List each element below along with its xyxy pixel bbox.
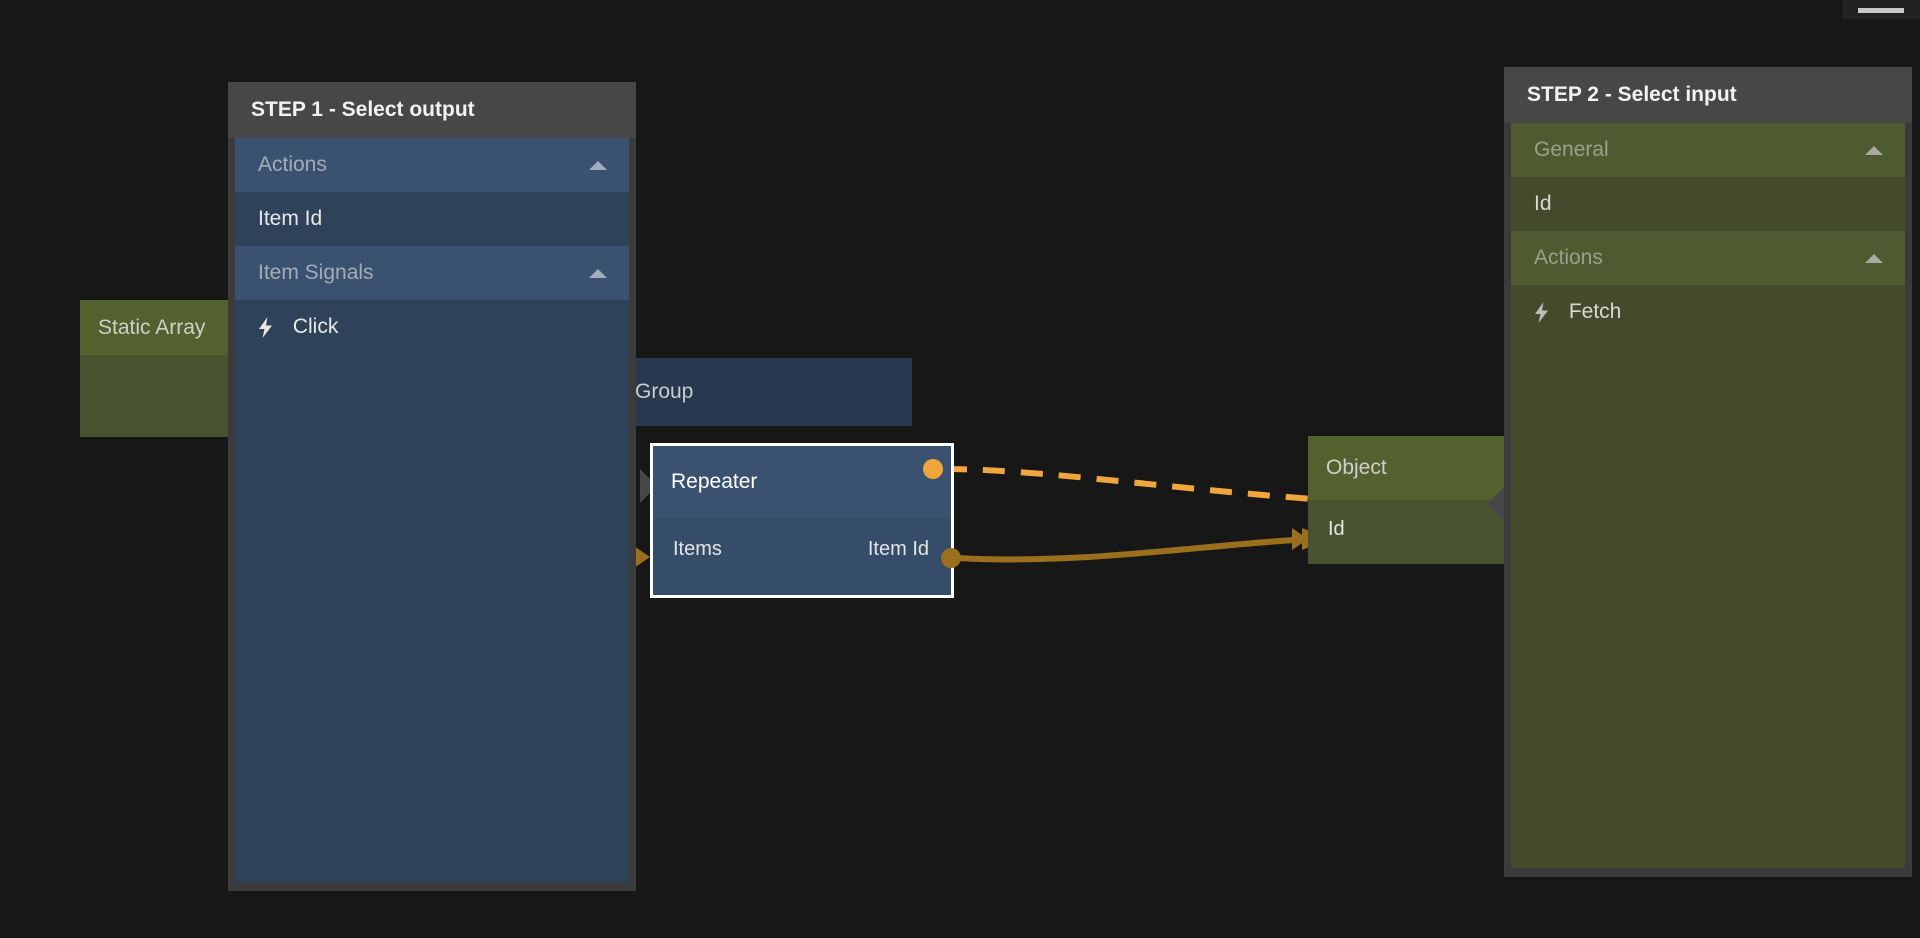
chevron-up-icon[interactable] [1865, 254, 1883, 263]
chevron-up-icon[interactable] [589, 161, 607, 170]
list-row-click-label: Click [292, 315, 339, 338]
panel-step-1[interactable]: STEP 1 - Select output Actions Item Id I… [228, 82, 636, 891]
list-row-actions-label: Actions [258, 153, 327, 176]
port-in-id[interactable]: Id [1328, 518, 1345, 540]
list-row-actions[interactable]: Actions [235, 138, 629, 192]
node-object-title: Object [1308, 436, 1504, 500]
panel-step-2-title: STEP 2 - Select input [1504, 67, 1912, 123]
panel-step-2-list[interactable]: General Id Actions Fetch [1511, 123, 1905, 868]
node-object-body: Id [1308, 500, 1504, 564]
repeater-item-id-out-dot[interactable] [941, 548, 961, 568]
node-repeater[interactable]: Repeater Items Item Id [650, 443, 954, 598]
node-object-port-row: Id [1308, 500, 1504, 564]
chevron-up-icon[interactable] [589, 269, 607, 278]
list-row-actions-2-label: Actions [1534, 246, 1603, 269]
node-group-title: Group [617, 358, 912, 426]
node-object[interactable]: Object Id [1308, 436, 1504, 564]
menu-handle-bar [1858, 8, 1904, 13]
list-row-actions-2[interactable]: Actions [1511, 231, 1905, 285]
list-row-click[interactable]: Click [235, 300, 629, 354]
list-row-id[interactable]: Id [1511, 177, 1905, 231]
list-row-item-id[interactable]: Item Id [235, 192, 629, 246]
node-group[interactable]: Group [617, 358, 912, 426]
port-out-item-id[interactable]: Item Id [867, 538, 929, 560]
object-output-nub [1487, 487, 1504, 521]
panel-step-1-list[interactable]: Actions Item Id Item Signals Click [235, 138, 629, 882]
list-row-item-id-label: Item Id [258, 207, 323, 230]
list-row-fetch-label: Fetch [1568, 300, 1622, 323]
list-row-item-signals-label: Item Signals [258, 261, 374, 284]
list-row-item-signals[interactable]: Item Signals [235, 246, 629, 300]
list-row-general-label: General [1534, 138, 1609, 161]
list-row-general[interactable]: General [1511, 123, 1905, 177]
menu-handle[interactable] [1842, 0, 1920, 19]
list-row-fetch[interactable]: Fetch [1511, 285, 1905, 339]
chevron-up-icon[interactable] [1865, 146, 1883, 155]
node-repeater-port-row: Items Item Id [653, 518, 951, 590]
node-repeater-body: Items Item Id [653, 518, 951, 595]
object-id-input-arrow [1292, 528, 1308, 550]
panel-step-2[interactable]: STEP 2 - Select input General Id Actions… [1504, 67, 1912, 877]
repeater-signal-out-dot[interactable] [923, 459, 943, 479]
lightning-icon [258, 316, 274, 338]
lightning-icon [1534, 301, 1550, 323]
node-repeater-title: Repeater [653, 446, 951, 518]
list-row-id-label: Id [1534, 192, 1552, 215]
port-in-items[interactable]: Items [673, 538, 722, 560]
panel-step-1-title: STEP 1 - Select output [228, 82, 636, 138]
repeater-items-input-arrow [634, 546, 650, 568]
wire-data [954, 536, 1313, 563]
